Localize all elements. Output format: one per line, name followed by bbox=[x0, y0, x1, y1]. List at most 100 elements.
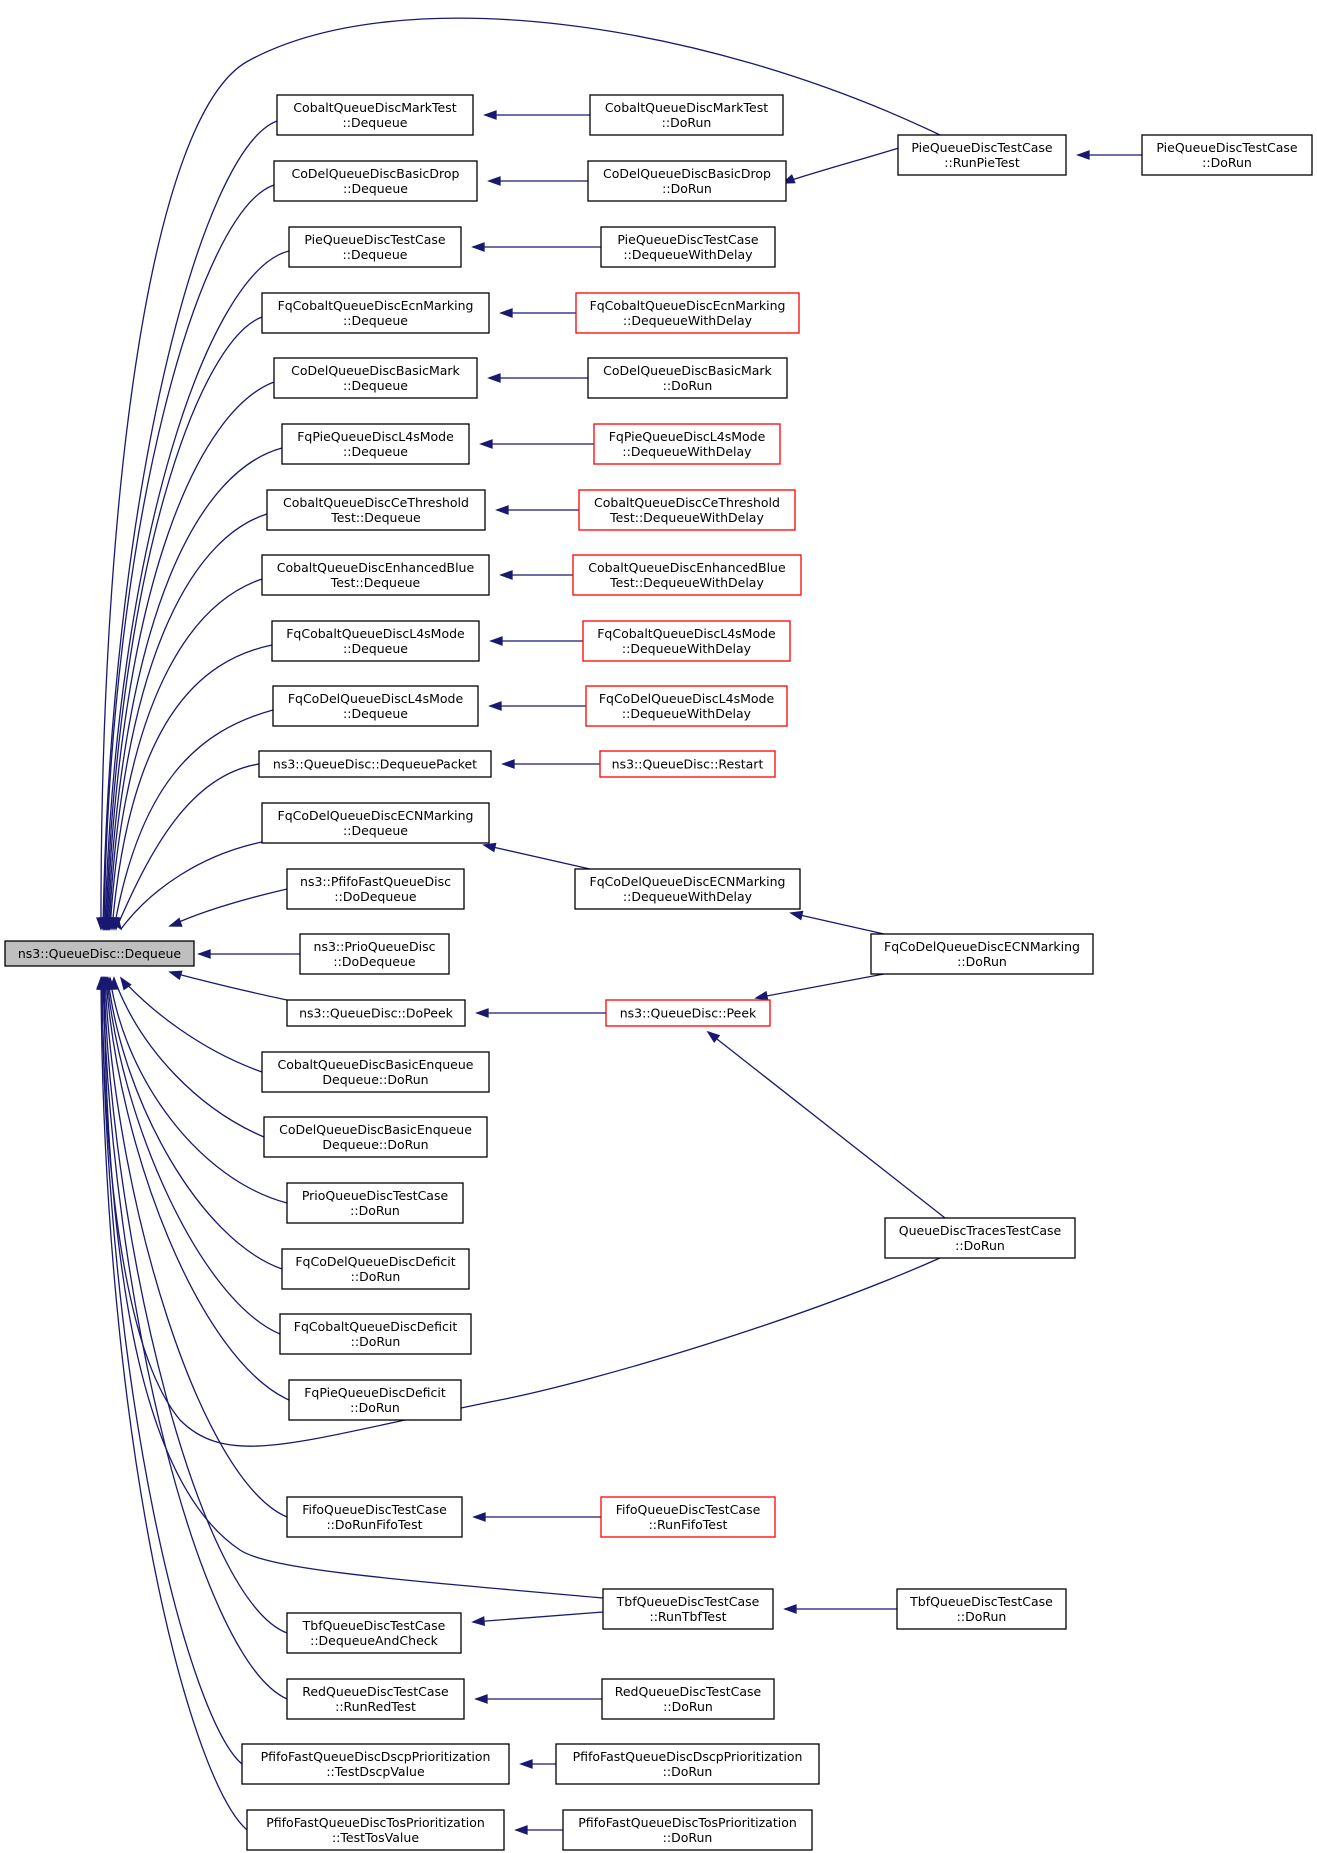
node-m2[interactable]: CoDelQueueDiscBasicDrop::DoRun bbox=[587, 160, 787, 202]
arrowhead-26 bbox=[96, 917, 106, 931]
node-label-line: ::Dequeue bbox=[343, 823, 408, 838]
node-label-line: ::DequeueWithDelay bbox=[622, 444, 752, 459]
node-box bbox=[263, 1116, 488, 1158]
node-m22[interactable]: FifoQueueDiscTestCase::RunFifoTest bbox=[600, 1496, 776, 1538]
node-label-line: ::DoDequeue bbox=[334, 889, 416, 904]
node-m8[interactable]: CobaltQueueDiscEnhancedBlueTest::Dequeue… bbox=[572, 554, 802, 596]
arrowhead-41 bbox=[475, 1008, 489, 1018]
node-n9[interactable]: FqCobaltQueueDiscL4sMode::Dequeue bbox=[271, 620, 480, 662]
node-n26[interactable]: PfifoFastQueueDiscTosPrioritization::Tes… bbox=[246, 1809, 505, 1851]
node-n23[interactable]: TbfQueueDiscTestCase::DequeueAndCheck bbox=[286, 1612, 462, 1654]
node-label-line: FqCoDelQueueDiscECNMarking bbox=[884, 939, 1080, 954]
node-n14[interactable]: ns3::PrioQueueDisc::DoDequeue bbox=[299, 933, 450, 975]
node-box bbox=[266, 489, 486, 531]
node-label-line: ::DoRun bbox=[955, 1238, 1005, 1253]
node-m26[interactable]: PfifoFastQueueDiscTosPrioritization::DoR… bbox=[562, 1809, 813, 1851]
node-r4[interactable]: TbfQueueDiscTestCase::DoRun bbox=[896, 1588, 1067, 1630]
node-r3[interactable]: QueueDiscTracesTestCase::DoRun bbox=[884, 1217, 1076, 1259]
arrowhead-48 bbox=[789, 910, 804, 921]
edges bbox=[96, 17, 1142, 1835]
node-label-line: ::DequeueWithDelay bbox=[623, 247, 753, 262]
node-box bbox=[286, 868, 465, 910]
nodes: ns3::QueueDisc::Dequeue CobaltQueueDiscMa… bbox=[4, 94, 1313, 1851]
node-box bbox=[593, 423, 781, 465]
node-label-line: PfifoFastQueueDiscDscpPrioritization bbox=[261, 1749, 491, 1764]
node-n19[interactable]: FqCoDelQueueDiscDeficit::DoRun bbox=[281, 1248, 470, 1290]
node-label-line: ::DequeueAndCheck bbox=[310, 1633, 439, 1648]
node-label-line: ::DoRun bbox=[663, 1764, 713, 1779]
node-mT[interactable]: TbfQueueDiscTestCase::RunTbfTest bbox=[602, 1588, 774, 1630]
node-n13[interactable]: ns3::PfifoFastQueueDisc::DoDequeue bbox=[286, 868, 465, 910]
node-m15[interactable]: ns3::QueueDisc::Peek bbox=[605, 999, 771, 1027]
node-label-line: ns3::QueueDisc::Peek bbox=[620, 1006, 757, 1021]
arrowhead-30 bbox=[487, 176, 501, 186]
node-label-line: ns3::QueueDisc::Dequeue bbox=[18, 946, 182, 961]
node-n5[interactable]: CoDelQueueDiscBasicMark::Dequeue bbox=[273, 357, 478, 399]
node-label-line: CobaltQueueDiscEnhancedBlue bbox=[588, 560, 786, 575]
node-label-line: ::Dequeue bbox=[343, 444, 408, 459]
node-n24[interactable]: RedQueueDiscTestCase::RunRedTest bbox=[286, 1678, 465, 1720]
node-m24[interactable]: RedQueueDiscTestCase::DoRun bbox=[601, 1678, 775, 1720]
node-label-line: CobaltQueueDiscEnhancedBlue bbox=[277, 560, 475, 575]
node-n22[interactable]: FifoQueueDiscTestCase::DoRunFifoTest bbox=[286, 1496, 463, 1538]
node-box bbox=[578, 489, 796, 531]
node-m9[interactable]: FqCobaltQueueDiscL4sMode::DequeueWithDel… bbox=[582, 620, 791, 662]
node-label-line: CobaltQueueDiscCeThreshold bbox=[283, 495, 469, 510]
arrowhead-44 bbox=[474, 1694, 488, 1704]
node-box bbox=[601, 1678, 775, 1720]
node-n3[interactable]: PieQueueDiscTestCase::Dequeue bbox=[288, 226, 462, 268]
node-n10[interactable]: FqCoDelQueueDiscL4sMode::Dequeue bbox=[272, 685, 479, 727]
node-n12[interactable]: FqCoDelQueueDiscECNMarking::Dequeue bbox=[261, 802, 490, 844]
node-n25[interactable]: PfifoFastQueueDiscDscpPrioritization::Te… bbox=[241, 1743, 510, 1785]
edge-20 bbox=[105, 977, 290, 1401]
node-label-line: ::RunPieTest bbox=[944, 155, 1020, 170]
node-m11[interactable]: ns3::QueueDisc::Restart bbox=[599, 750, 776, 778]
node-n15[interactable]: ns3::QueueDisc::DoPeek bbox=[286, 999, 466, 1027]
node-m7[interactable]: CobaltQueueDiscCeThresholdTest::DequeueW… bbox=[578, 489, 796, 531]
arrowhead-49 bbox=[754, 990, 769, 1001]
node-label-line: TbfQueueDiscTestCase bbox=[616, 1594, 760, 1609]
node-label-line: ::RunFifoTest bbox=[649, 1517, 728, 1532]
node-n1[interactable]: CobaltQueueDiscMarkTest::Dequeue bbox=[276, 94, 474, 136]
node-box bbox=[587, 357, 788, 399]
node-n4[interactable]: FqCobaltQueueDiscEcnMarking::Dequeue bbox=[261, 292, 490, 334]
node-m3[interactable]: PieQueueDiscTestCase::DequeueWithDelay bbox=[600, 226, 776, 268]
node-m1[interactable]: CobaltQueueDiscMarkTest::DoRun bbox=[589, 94, 784, 136]
edge-24 bbox=[101, 977, 243, 1765]
node-m4[interactable]: FqCobaltQueueDiscEcnMarking::DequeueWith… bbox=[575, 292, 800, 334]
node-label-line: FqPieQueueDiscL4sMode bbox=[297, 429, 454, 444]
arrowhead-32 bbox=[499, 308, 513, 318]
node-m25[interactable]: PfifoFastQueueDiscDscpPrioritization::Do… bbox=[555, 1743, 820, 1785]
node-box bbox=[286, 1496, 463, 1538]
node-label-line: ::DoRun bbox=[351, 1269, 401, 1284]
node-n6[interactable]: FqPieQueueDiscL4sMode::Dequeue bbox=[281, 423, 470, 465]
node-n20[interactable]: FqCobaltQueueDiscDeficit::DoRun bbox=[279, 1313, 472, 1355]
node-n2[interactable]: CoDelQueueDiscBasicDrop::Dequeue bbox=[273, 160, 478, 202]
node-box bbox=[261, 292, 490, 334]
node-label-line: ::DequeueWithDelay bbox=[622, 641, 752, 656]
node-n11[interactable]: ns3::QueueDisc::DequeuePacket bbox=[258, 750, 492, 778]
node-label-line: ::Dequeue bbox=[343, 181, 408, 196]
node-label-line: CoDelQueueDiscBasicDrop bbox=[292, 166, 460, 181]
arrowhead-45 bbox=[519, 1759, 533, 1769]
node-n21[interactable]: FqPieQueueDiscDeficit::DoRun bbox=[288, 1379, 462, 1421]
arrowhead-39 bbox=[501, 759, 515, 769]
node-r1[interactable]: PieQueueDiscTestCase::RunPieTest bbox=[897, 134, 1067, 176]
node-m12[interactable]: FqCoDelQueueDiscECNMarking::DequeueWithD… bbox=[574, 868, 801, 910]
node-label-line: ::Dequeue bbox=[343, 115, 408, 130]
node-label-line: Test::Dequeue bbox=[330, 575, 421, 590]
node-label-line: Test::DequeueWithDelay bbox=[609, 510, 764, 525]
root-node[interactable]: ns3::QueueDisc::Dequeue bbox=[4, 940, 195, 967]
node-m10[interactable]: FqCoDelQueueDiscL4sMode::DequeueWithDela… bbox=[585, 685, 788, 727]
node-m6[interactable]: FqPieQueueDiscL4sMode::DequeueWithDelay bbox=[593, 423, 781, 465]
node-label-line: FqCobaltQueueDiscDeficit bbox=[294, 1319, 458, 1334]
node-n16[interactable]: CobaltQueueDiscBasicEnqueueDequeue::DoRu… bbox=[261, 1051, 490, 1093]
node-r2[interactable]: FqCoDelQueueDiscECNMarking::DoRun bbox=[870, 933, 1094, 975]
node-f1[interactable]: PieQueueDiscTestCase::DoRun bbox=[1141, 134, 1313, 176]
node-m5[interactable]: CoDelQueueDiscBasicMark::DoRun bbox=[587, 357, 788, 399]
node-n18[interactable]: PrioQueueDiscTestCase::DoRun bbox=[286, 1182, 464, 1224]
node-box bbox=[273, 357, 478, 399]
